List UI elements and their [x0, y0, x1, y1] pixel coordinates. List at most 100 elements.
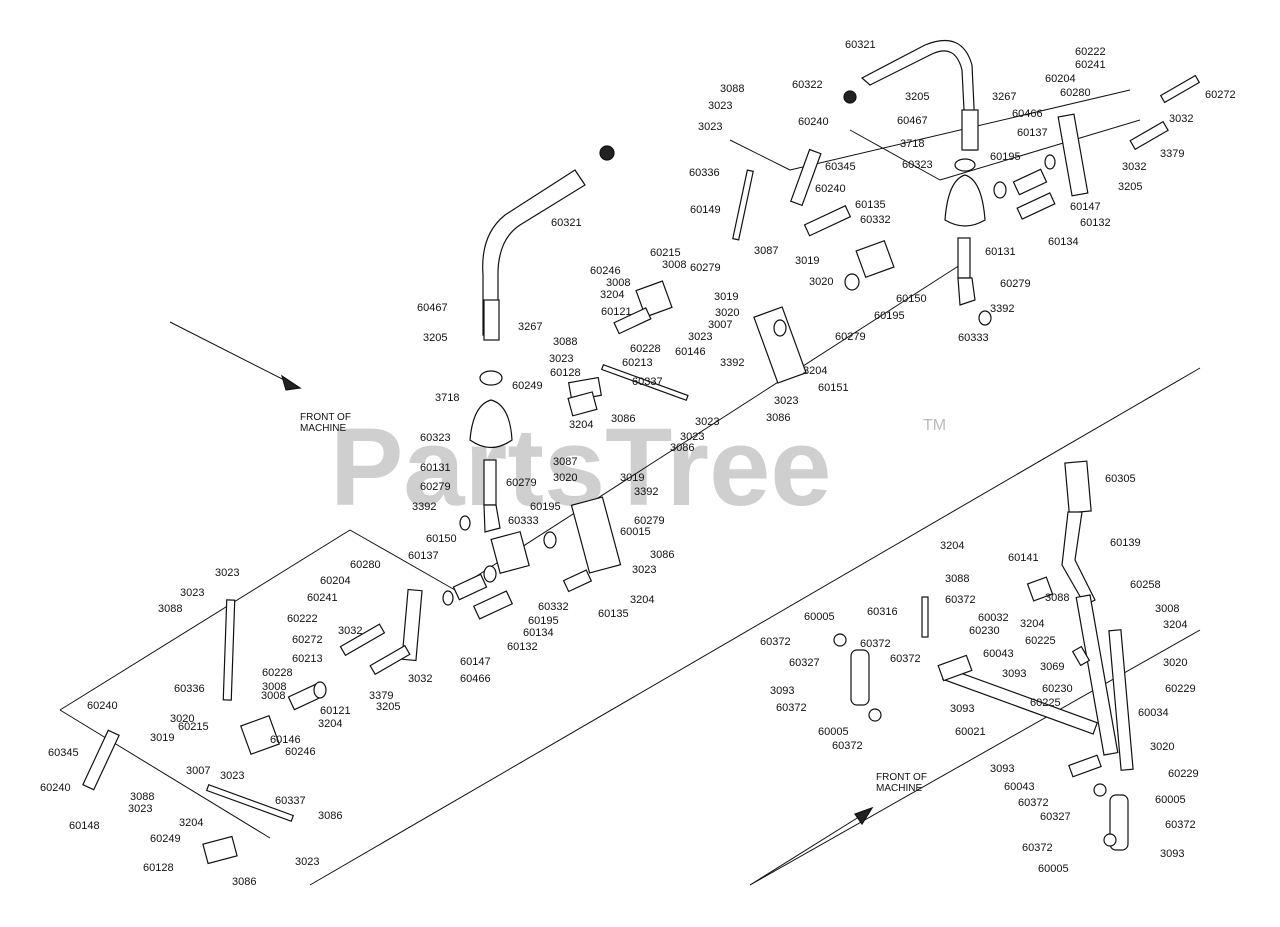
part-number-label: 3205 — [905, 91, 929, 103]
part-number-label: 60372 — [890, 653, 921, 665]
part-number-label: 3023 — [128, 803, 152, 815]
part-number-label: 60327 — [789, 657, 820, 669]
part-number-label: 3023 — [698, 121, 722, 133]
pedal-assembly — [833, 460, 1134, 851]
part-number-label: 60372 — [1022, 842, 1053, 854]
part-number-label: 60147 — [460, 656, 491, 668]
front-arrow-left — [169, 321, 302, 391]
part-number-label: 60139 — [1110, 537, 1141, 549]
part-number-label: 3020 — [715, 307, 739, 319]
part-number-label: 3093 — [1002, 668, 1026, 680]
control-lever-upper-left — [469, 145, 615, 533]
part-number-label: 3204 — [1163, 619, 1187, 631]
part-number-label: 3093 — [770, 685, 794, 697]
front-arrow-right — [749, 806, 874, 886]
part-number-label: 3086 — [318, 810, 342, 822]
part-number-label: 3032 — [1122, 161, 1146, 173]
part-number-label: 60249 — [512, 380, 543, 392]
part-number-label: 3718 — [900, 138, 924, 150]
part-number-label: 60241 — [1075, 59, 1106, 71]
part-number-label: 60228 — [630, 343, 661, 355]
part-number-label: 3019 — [795, 255, 819, 267]
part-number-label: 60137 — [408, 550, 439, 562]
part-number-label: 3008 — [606, 277, 630, 289]
part-number-label: 60005 — [1038, 863, 1069, 875]
part-number-label: 60146 — [270, 734, 301, 746]
front-of-machine-label-left: FRONT OF MACHINE — [300, 412, 351, 434]
part-number-label: 3020 — [809, 276, 833, 288]
part-number-label: 3086 — [232, 876, 256, 888]
part-number-label: 3088 — [158, 603, 182, 615]
part-number-label: 60305 — [1105, 473, 1136, 485]
part-number-label: 3204 — [318, 718, 342, 730]
part-number-label: 60225 — [1025, 635, 1056, 647]
part-number-label: 60279 — [1000, 278, 1031, 290]
part-number-label: 60222 — [1075, 46, 1106, 58]
part-number-label: 3086 — [670, 442, 694, 454]
part-number-label: 60213 — [292, 653, 323, 665]
part-number-label: 3088 — [130, 791, 154, 803]
part-number-label: 3088 — [553, 336, 577, 348]
part-number-label: 3086 — [650, 549, 674, 561]
part-number-label: 60141 — [1008, 552, 1039, 564]
part-number-label: 60204 — [320, 575, 351, 587]
part-number-label: 3392 — [412, 501, 436, 513]
part-number-label: 60149 — [690, 204, 721, 216]
part-number-label: 3008 — [261, 690, 285, 702]
part-number-label: 60321 — [551, 217, 582, 229]
part-number-label: 60015 — [620, 526, 651, 538]
part-number-label: 60005 — [804, 611, 835, 623]
part-number-label: 60213 — [622, 357, 653, 369]
part-number-label: 60322 — [792, 79, 823, 91]
part-number-label: 60372 — [832, 740, 863, 752]
part-number-label: 60034 — [1138, 707, 1169, 719]
part-number-label: 60240 — [815, 183, 846, 195]
control-lever-upper-right — [843, 39, 986, 306]
part-number-label: 60043 — [1004, 781, 1035, 793]
part-number-label: 60225 — [1030, 697, 1061, 709]
part-number-label: 3069 — [1040, 661, 1064, 673]
part-number-label: 3204 — [569, 419, 593, 431]
part-number-label: 3008 — [1155, 603, 1179, 615]
part-number-label: 60249 — [150, 833, 181, 845]
part-number-label: 3088 — [1045, 592, 1069, 604]
part-number-label: 60280 — [1060, 87, 1091, 99]
part-number-label: 60258 — [1130, 579, 1161, 591]
part-number-label: 60151 — [818, 382, 849, 394]
front-label-line2: MACHINE — [300, 423, 346, 434]
part-number-label: 60215 — [178, 721, 209, 733]
part-number-label: 3023 — [632, 564, 656, 576]
part-number-label: 60134 — [1048, 236, 1079, 248]
part-number-label: 3020 — [1163, 657, 1187, 669]
part-number-label: 3392 — [720, 357, 744, 369]
frame-lines — [59, 89, 1201, 886]
part-number-label: 3019 — [620, 472, 644, 484]
part-number-label: 60333 — [958, 332, 989, 344]
part-number-label: 60246 — [285, 746, 316, 758]
part-number-label: 60279 — [690, 262, 721, 274]
part-number-label: 3392 — [990, 303, 1014, 315]
part-number-label: 3204 — [630, 594, 654, 606]
part-number-label: 3023 — [220, 770, 244, 782]
part-number-label: 60337 — [632, 376, 663, 388]
part-number-label: 60230 — [1042, 683, 1073, 695]
part-number-label: 3204 — [179, 817, 203, 829]
part-number-label: 60466 — [1012, 108, 1043, 120]
part-number-label: 60195 — [874, 310, 905, 322]
part-number-label: 60316 — [867, 606, 898, 618]
front-of-machine-label-right: FRONT OF MACHINE — [876, 772, 927, 794]
part-number-label: 60128 — [550, 367, 581, 379]
part-number-label: 60279 — [506, 477, 537, 489]
part-number-label: 60147 — [1070, 201, 1101, 213]
part-number-label: 60327 — [1040, 811, 1071, 823]
part-number-label: 60135 — [855, 199, 886, 211]
part-number-label: 60230 — [969, 625, 1000, 637]
part-number-label: 3023 — [695, 416, 719, 428]
front-label-line2: MACHINE — [876, 783, 922, 794]
part-number-label: 60215 — [650, 247, 681, 259]
part-number-label: 3019 — [714, 291, 738, 303]
part-number-label: 60240 — [798, 116, 829, 128]
part-number-label: 3023 — [549, 353, 573, 365]
part-number-label: 3023 — [215, 567, 239, 579]
